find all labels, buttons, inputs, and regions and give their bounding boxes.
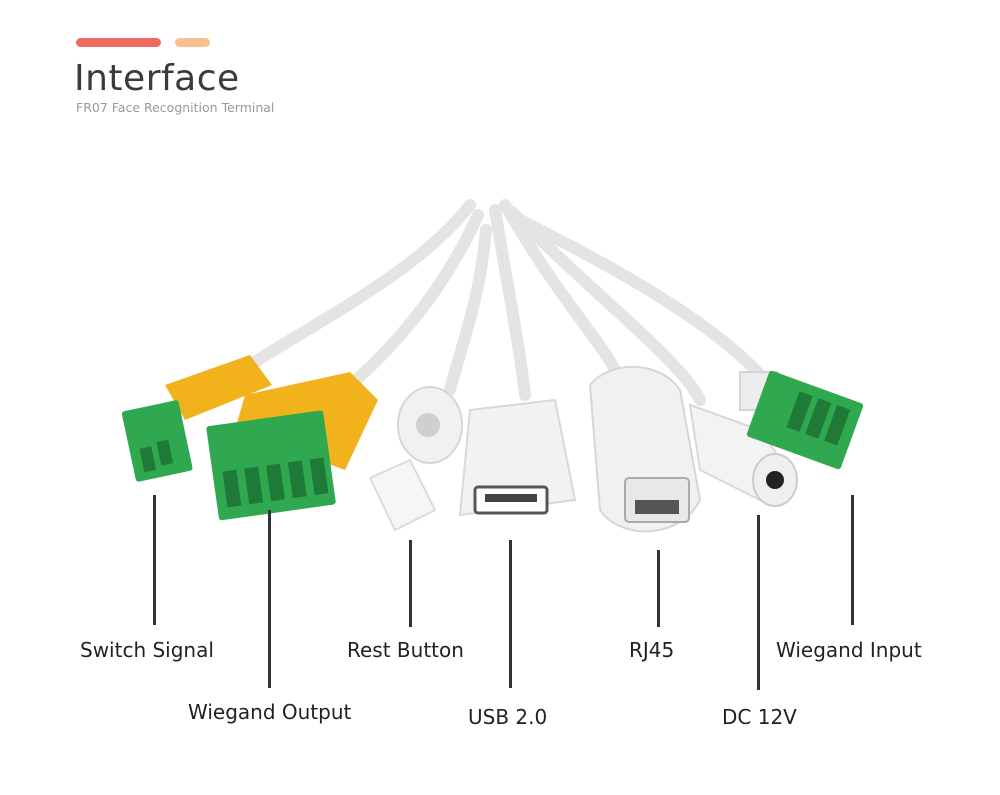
leader-line-usb xyxy=(509,540,512,688)
label-dc: DC 12V xyxy=(722,705,797,729)
label-rj45: RJ45 xyxy=(629,638,675,662)
label-usb: USB 2.0 xyxy=(468,705,548,729)
label-switch-signal: Switch Signal xyxy=(80,638,214,662)
dc-connector xyxy=(688,403,798,507)
leader-line-rest-button xyxy=(409,540,412,627)
leader-line-wiegand-output xyxy=(268,510,271,688)
label-wiegand-output: Wiegand Output xyxy=(188,700,352,724)
accent-bar-primary xyxy=(76,38,161,47)
leader-line-wiegand-input xyxy=(851,495,854,625)
wiegand-input-connector xyxy=(739,370,864,470)
leader-line-dc xyxy=(757,515,760,690)
cables xyxy=(244,199,771,406)
reset-button-connector xyxy=(368,386,463,532)
wiegand-output-connector xyxy=(206,372,378,521)
page-subtitle: FR07 Face Recognition Terminal xyxy=(76,100,275,115)
rj45-connector xyxy=(588,365,702,533)
accent-bar-secondary xyxy=(175,38,210,47)
switch-signal-connector xyxy=(121,355,272,482)
label-wiegand-input: Wiegand Input xyxy=(776,638,922,662)
leader-line-rj45 xyxy=(657,550,660,627)
page-title: Interface xyxy=(74,58,240,99)
label-rest-button: Rest Button xyxy=(347,638,464,662)
leader-line-switch-signal xyxy=(153,495,156,625)
usb-connector xyxy=(458,398,577,517)
